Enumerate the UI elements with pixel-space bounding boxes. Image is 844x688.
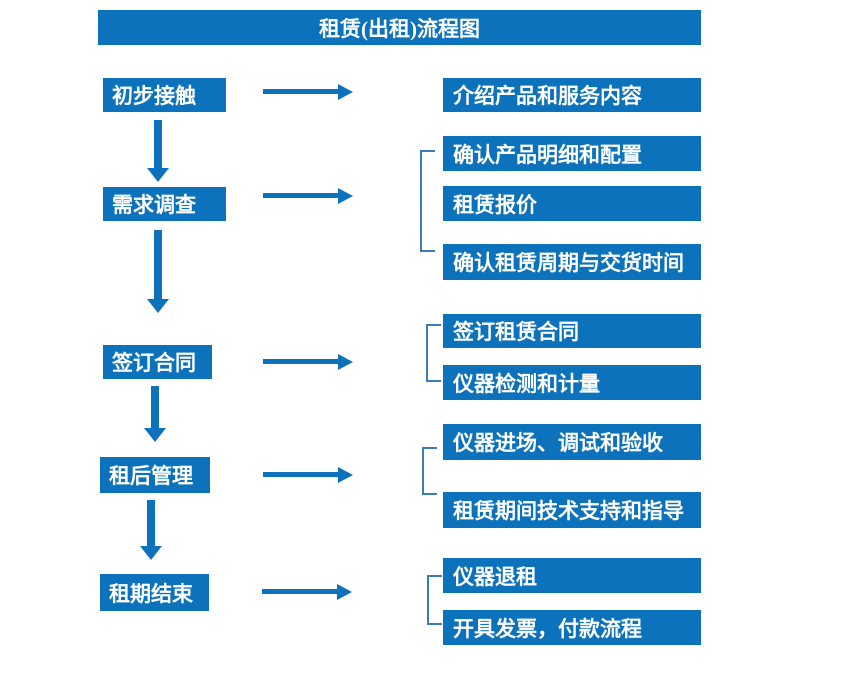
right-arrow-icon bbox=[262, 584, 352, 600]
step-box-rental-end: 租期结束 bbox=[100, 574, 209, 611]
output-box-confirm-product-details: 确认产品明细和配置 bbox=[443, 136, 701, 171]
arrow-head bbox=[337, 584, 352, 600]
step-box-sign-contract: 签订合同 bbox=[103, 345, 212, 379]
output-box-confirm-rental-period: 确认租赁周期与交货时间 bbox=[443, 244, 701, 280]
arrow-head bbox=[140, 546, 162, 560]
output-box-technical-support: 租赁期间技术支持和指导 bbox=[443, 492, 701, 528]
step-box-requirements-survey: 需求调查 bbox=[103, 187, 226, 221]
page-title: 租赁(出租)流程图 bbox=[98, 10, 701, 45]
output-box-rental-quote: 租赁报价 bbox=[443, 186, 701, 221]
arrow-head bbox=[338, 188, 353, 204]
arrow-shaft bbox=[263, 89, 340, 94]
output-box-introduce-products: 介绍产品和服务内容 bbox=[443, 78, 701, 112]
arrow-shaft bbox=[154, 230, 162, 300]
arrow-shaft bbox=[154, 120, 162, 169]
output-box-instrument-testing: 仪器检测和计量 bbox=[443, 365, 701, 400]
right-arrow-icon bbox=[263, 188, 353, 204]
arrow-shaft bbox=[263, 472, 340, 477]
group-bracket bbox=[420, 150, 435, 252]
group-bracket bbox=[427, 575, 442, 625]
down-arrow-icon bbox=[140, 500, 162, 560]
down-arrow-icon bbox=[147, 230, 169, 313]
down-arrow-icon bbox=[147, 120, 169, 182]
right-arrow-icon bbox=[263, 354, 353, 370]
arrow-head bbox=[147, 168, 169, 182]
output-box-instrument-return: 仪器退租 bbox=[443, 558, 701, 593]
arrow-shaft bbox=[147, 500, 155, 547]
right-arrow-icon bbox=[263, 467, 353, 483]
arrow-shaft bbox=[262, 589, 339, 594]
arrow-head bbox=[144, 428, 166, 442]
step-box-post-rental-management: 租后管理 bbox=[100, 457, 210, 493]
group-bracket bbox=[426, 324, 441, 382]
step-box-initial-contact: 初步接触 bbox=[103, 78, 226, 112]
output-box-instrument-entry: 仪器进场、调试和验收 bbox=[443, 424, 701, 460]
group-bracket bbox=[422, 447, 437, 495]
arrow-head bbox=[338, 467, 353, 483]
arrow-head bbox=[338, 354, 353, 370]
arrow-shaft bbox=[263, 193, 340, 198]
right-arrow-icon bbox=[263, 84, 353, 100]
arrow-head bbox=[338, 84, 353, 100]
arrow-shaft bbox=[263, 359, 340, 364]
output-box-invoice-payment: 开具发票，付款流程 bbox=[443, 610, 701, 645]
arrow-head bbox=[147, 299, 169, 313]
down-arrow-icon bbox=[144, 386, 166, 442]
arrow-shaft bbox=[151, 386, 159, 429]
output-box-sign-rental-contract: 签订租赁合同 bbox=[443, 314, 701, 348]
